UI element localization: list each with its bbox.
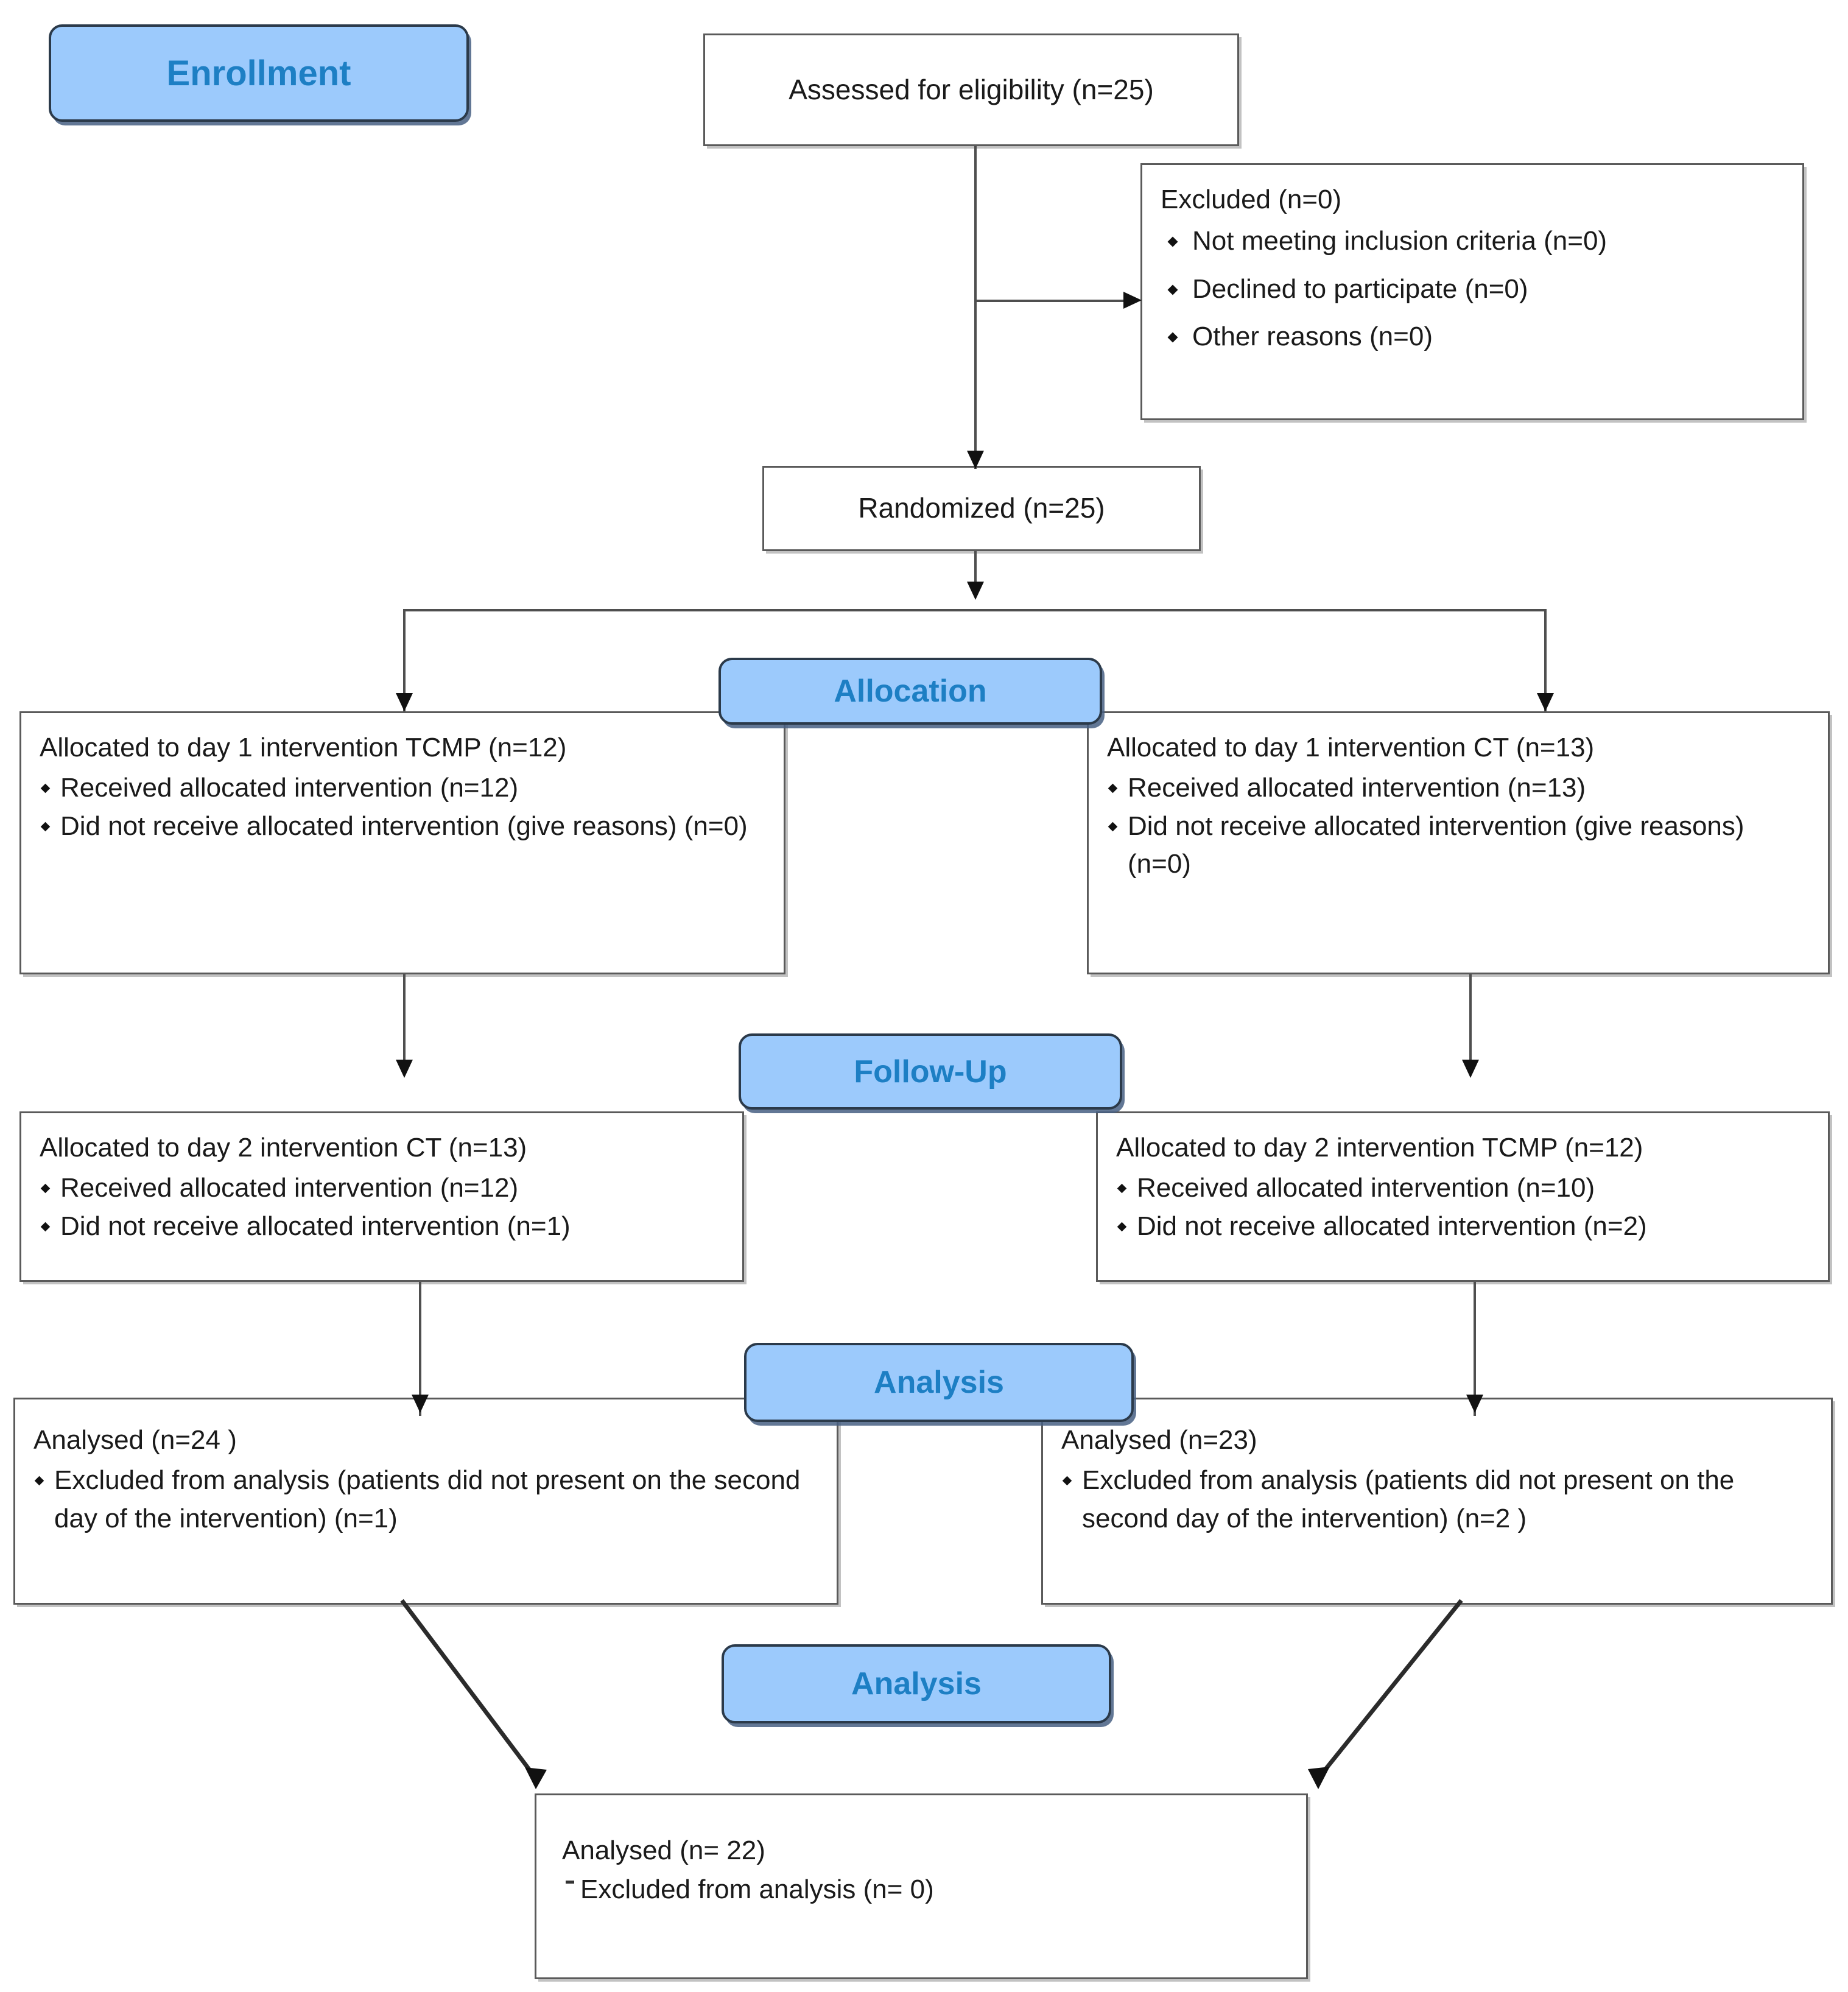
arrow-to-followup-right: [1462, 1060, 1479, 1078]
box-analysis-right: Analysed (n=23) Excluded from analysis (…: [1041, 1398, 1833, 1605]
stage-label-analysis-text: Analysis: [874, 1365, 1004, 1400]
box-allocation-right: Allocated to day 1 intervention CT (n=13…: [1087, 711, 1830, 974]
box-analysed-final: Analysed (n= 22) Excluded from analysis …: [535, 1793, 1308, 1979]
allocation-left-title: Allocated to day 1 intervention TCMP (n=…: [40, 733, 567, 762]
list-item: Did not receive allocated intervention (…: [1107, 808, 1810, 884]
connector-split-left: [403, 609, 406, 711]
analysis-right-list: Excluded from analysis (patients did not…: [1061, 1462, 1813, 1538]
list-item: Excluded from analysis (patients did not…: [33, 1462, 818, 1538]
box-analysis-left: Analysed (n=24 ) Excluded from analysis …: [13, 1398, 838, 1605]
box-followup-left: Allocated to day 2 intervention CT (n=13…: [19, 1111, 744, 1282]
followup-left-title: Allocated to day 2 intervention CT (n=13…: [40, 1133, 527, 1163]
allocation-right-title: Allocated to day 1 intervention CT (n=13…: [1107, 733, 1595, 762]
list-item: Did not receive allocated intervention (…: [40, 1208, 724, 1245]
stage-label-follow-up: Follow-Up: [739, 1033, 1122, 1110]
box-randomized: Randomized (n=25): [762, 466, 1201, 551]
box-excluded: Excluded (n=0) Not meeting inclusion cri…: [1140, 163, 1804, 420]
allocation-right-list: Received allocated intervention (n=13) D…: [1107, 769, 1810, 883]
list-item: Excluded from analysis (n= 0): [562, 1871, 1288, 1909]
analysis-final-list: Excluded from analysis (n= 0): [562, 1871, 1288, 1909]
list-item: Declined to participate (n=0): [1161, 270, 1784, 308]
analysis-left-title: Analysed (n=24 ): [33, 1425, 237, 1455]
stage-label-enrollment-text: Enrollment: [166, 53, 351, 93]
list-item: Received allocated intervention (n=10): [1116, 1169, 1810, 1207]
stage-label-analysis-final: Analysis: [722, 1644, 1111, 1723]
connector-converge-final: [400, 1599, 1463, 1789]
connector-split-right: [1544, 609, 1547, 711]
arrow-to-randomized: [967, 451, 984, 469]
arrow-to-excluded: [1123, 292, 1142, 309]
arrow-to-allocation-left: [396, 693, 413, 711]
connector-followup-right-to-analysis: [1474, 1282, 1476, 1416]
followup-right-list: Received allocated intervention (n=10) D…: [1116, 1169, 1810, 1245]
connector-assessed-to-excluded: [974, 300, 1126, 302]
list-item: Did not receive allocated intervention (…: [1116, 1208, 1810, 1245]
stage-label-follow-up-text: Follow-Up: [854, 1054, 1007, 1089]
analysis-final-title: Analysed (n= 22): [562, 1835, 765, 1865]
stage-label-allocation: Allocation: [718, 658, 1102, 725]
followup-right-title: Allocated to day 2 intervention TCMP (n=…: [1116, 1133, 1643, 1163]
arrow-to-followup-left: [396, 1060, 413, 1078]
list-item: Not meeting inclusion criteria (n=0): [1161, 222, 1784, 260]
connector-randomized-split-bar: [403, 609, 1547, 611]
stage-label-analysis: Analysis: [744, 1343, 1134, 1422]
connector-alloc-right-to-followup: [1469, 974, 1472, 1075]
box-allocation-left: Allocated to day 1 intervention TCMP (n=…: [19, 711, 785, 974]
randomized-title: Randomized (n=25): [858, 492, 1105, 524]
allocation-left-list: Received allocated intervention (n=12) D…: [40, 769, 765, 845]
connector-randomized-down: [974, 551, 977, 597]
list-item: Excluded from analysis (patients did not…: [1061, 1462, 1813, 1538]
arrow-randomized-split: [967, 582, 984, 600]
connector-alloc-left-to-followup: [403, 974, 406, 1075]
arrow-to-allocation-right: [1537, 693, 1554, 711]
analysis-right-title: Analysed (n=23): [1061, 1425, 1257, 1455]
assessed-title: Assessed for eligibility (n=25): [789, 73, 1154, 105]
stage-label-allocation-text: Allocation: [834, 674, 987, 709]
excluded-reason-list: Not meeting inclusion criteria (n=0) Dec…: [1161, 222, 1784, 356]
stage-label-analysis-final-text: Analysis: [851, 1666, 982, 1702]
arrow-to-analysis-left: [412, 1395, 429, 1413]
arrow-to-analysis-right: [1466, 1395, 1483, 1413]
list-item: Did not receive allocated intervention (…: [40, 808, 765, 845]
analysis-left-list: Excluded from analysis (patients did not…: [33, 1462, 818, 1538]
followup-left-list: Received allocated intervention (n=12) D…: [40, 1169, 724, 1245]
box-followup-right: Allocated to day 2 intervention TCMP (n=…: [1096, 1111, 1830, 1282]
list-item: Other reasons (n=0): [1161, 318, 1784, 356]
box-assessed-for-eligibility: Assessed for eligibility (n=25): [703, 33, 1239, 146]
excluded-title: Excluded (n=0): [1161, 185, 1342, 214]
list-item: Received allocated intervention (n=12): [40, 769, 765, 807]
connector-assessed-to-randomized: [974, 146, 977, 469]
list-item: Received allocated intervention (n=12): [40, 1169, 724, 1207]
list-item: Received allocated intervention (n=13): [1107, 769, 1810, 807]
connector-followup-left-to-analysis: [419, 1282, 421, 1416]
stage-label-enrollment: Enrollment: [49, 24, 469, 122]
